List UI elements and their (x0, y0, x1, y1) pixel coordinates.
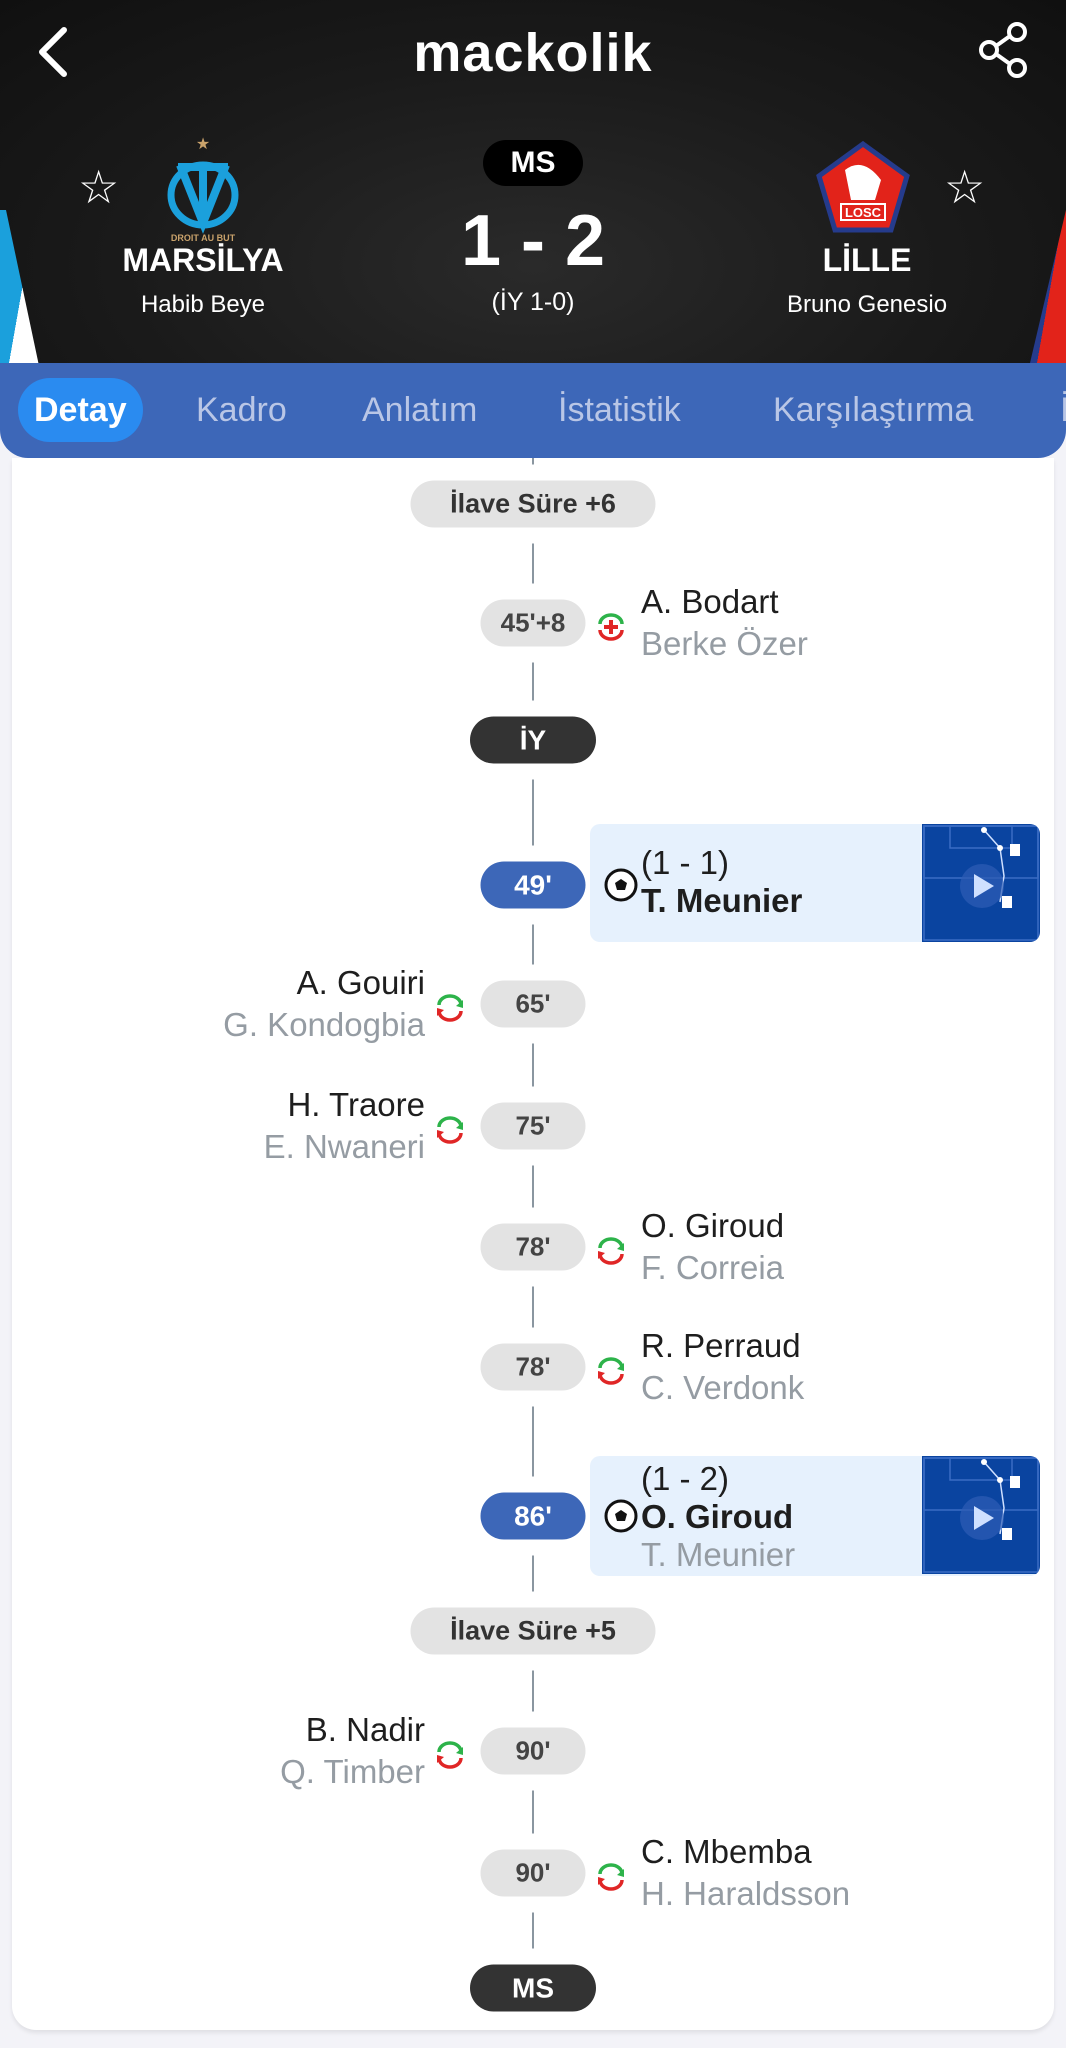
player-in: A. Bodart (641, 583, 779, 620)
match-status-badge: MS (483, 140, 583, 186)
period-badge: İY (470, 716, 596, 764)
home-team[interactable]: MARSİLYA Habib Beye (73, 242, 333, 319)
match-header: mackolik ☆ ☆ ★ DROIT AU BUT MARSİLYA Habi… (0, 0, 1066, 380)
substitution-event: B. Nadir Q. Timber (280, 1709, 425, 1793)
away-coach: Bruno Genesio (786, 291, 948, 318)
away-color-stripe (1026, 210, 1066, 380)
timeline-marker: İlave Süre +6 (410, 464, 656, 544)
timeline-marker: İlave Süre +5 (410, 1591, 656, 1671)
player-out: C. Verdonk (641, 1369, 805, 1406)
half-time-score: (İY 1-0) (491, 288, 575, 316)
tab-anlatim[interactable]: Anlatım (362, 391, 478, 429)
tab-istatistik[interactable]: İstatistik (558, 391, 681, 429)
substitution-icon (595, 1861, 627, 1893)
player-in: O. Giroud (641, 1207, 785, 1244)
goal-score: (1 - 2) (641, 1460, 730, 1497)
minute-badge: 78' (480, 1223, 586, 1271)
player-in: A. Gouiri (296, 964, 425, 1001)
timeline-marker: 90' (480, 1711, 586, 1791)
minute-badge: 65' (480, 980, 586, 1028)
home-motto: DROIT AU BUT (171, 233, 236, 243)
away-badge-text: LOSC (845, 205, 882, 220)
goal-ball-icon (604, 868, 638, 907)
away-team-logo[interactable]: LOSC (815, 140, 911, 241)
player-in: H. Traore (287, 1086, 425, 1123)
player-out: E. Nwaneri (263, 1128, 425, 1165)
tab-karsilastirma[interactable]: Karşılaştırma (773, 391, 974, 429)
goal-scorer: O. Giroud (641, 1498, 794, 1535)
tab-bar: Detay Kadro Anlatım İstatistik Karşılaşt… (0, 363, 1066, 458)
timeline-marker: İY (470, 700, 596, 780)
minute-badge: 78' (480, 1343, 586, 1391)
timeline-marker: 65' (480, 964, 586, 1044)
goal-video-thumbnail[interactable] (922, 824, 1040, 942)
goal-event-card[interactable]: (1 - 1)T. Meunier (590, 824, 1040, 942)
match-score: 1 - 2 (460, 201, 606, 281)
minute-badge: 45'+8 (480, 599, 586, 647)
app-logo: mackolik (413, 23, 653, 83)
substitution-event: O. Giroud F. Correia (641, 1205, 784, 1289)
away-team[interactable]: LİLLE Bruno Genesio (737, 242, 997, 319)
tab-more[interactable]: İ (1060, 391, 1066, 429)
player-in: C. Mbemba (641, 1833, 812, 1870)
share-icon[interactable] (975, 20, 1031, 80)
timeline-marker: 78' (480, 1327, 586, 1407)
timeline-marker: 49' (480, 845, 586, 925)
minute-badge: 86' (480, 1492, 586, 1540)
favorite-away-star-icon[interactable]: ☆ (944, 161, 986, 213)
added-time-badge: İlave Süre +5 (410, 1607, 656, 1655)
home-coach: Habib Beye (140, 291, 266, 318)
substitution-icon (595, 1235, 627, 1267)
player-out: Berke Özer (641, 625, 808, 662)
goal-video-thumbnail[interactable] (922, 1456, 1040, 1574)
goal-ball-icon (604, 1499, 638, 1538)
favorite-home-star-icon[interactable]: ☆ (78, 161, 120, 213)
substitution-icon (595, 1355, 627, 1387)
away-team-name: LİLLE (822, 242, 912, 278)
substitution-event: H. Traore E. Nwaneri (264, 1084, 425, 1168)
player-in: B. Nadir (305, 1711, 425, 1748)
back-icon[interactable] (30, 22, 80, 82)
svg-text:★: ★ (196, 136, 210, 153)
substitution-icon (434, 1739, 466, 1771)
timeline-marker: 78' (480, 1207, 586, 1287)
substitution-event: A. Gouiri G. Kondogbia (223, 962, 425, 1046)
added-time-badge: İlave Süre +6 (410, 480, 656, 528)
player-in: R. Perraud (641, 1327, 801, 1364)
player-out: F. Correia (641, 1249, 785, 1286)
timeline-marker: 86' (480, 1476, 586, 1556)
goal-scorer: T. Meunier (641, 882, 803, 919)
player-out: G. Kondogbia (223, 1006, 425, 1043)
tab-kadro[interactable]: Kadro (196, 391, 287, 429)
home-team-name: MARSİLYA (122, 242, 284, 278)
substitution-event: C. Mbemba H. Haraldsson (641, 1831, 850, 1915)
timeline-marker: 90' (480, 1833, 586, 1913)
player-out: Q. Timber (280, 1753, 425, 1790)
minute-badge: 90' (480, 1727, 586, 1775)
substitution-icon (434, 1114, 466, 1146)
minute-badge: 90' (480, 1849, 586, 1897)
injury-substitution-icon (595, 611, 627, 643)
timeline-marker: 75' (480, 1086, 586, 1166)
tab-detay[interactable]: Detay (18, 378, 143, 442)
timeline-marker: MS (470, 1948, 596, 2028)
minute-badge: 75' (480, 1102, 586, 1150)
home-color-stripe (0, 210, 42, 380)
minute-badge: 49' (480, 861, 586, 909)
goal-score: (1 - 1) (641, 844, 730, 881)
player-out: H. Haraldsson (641, 1875, 851, 1912)
substitution-event: R. Perraud C. Verdonk (641, 1325, 804, 1409)
substitution-icon (434, 992, 466, 1024)
goal-assist: T. Meunier (641, 1536, 796, 1573)
timeline-marker: 45'+8 (480, 583, 586, 663)
home-team-logo[interactable]: ★ DROIT AU BUT (158, 135, 248, 250)
period-badge: MS (470, 1964, 596, 2012)
